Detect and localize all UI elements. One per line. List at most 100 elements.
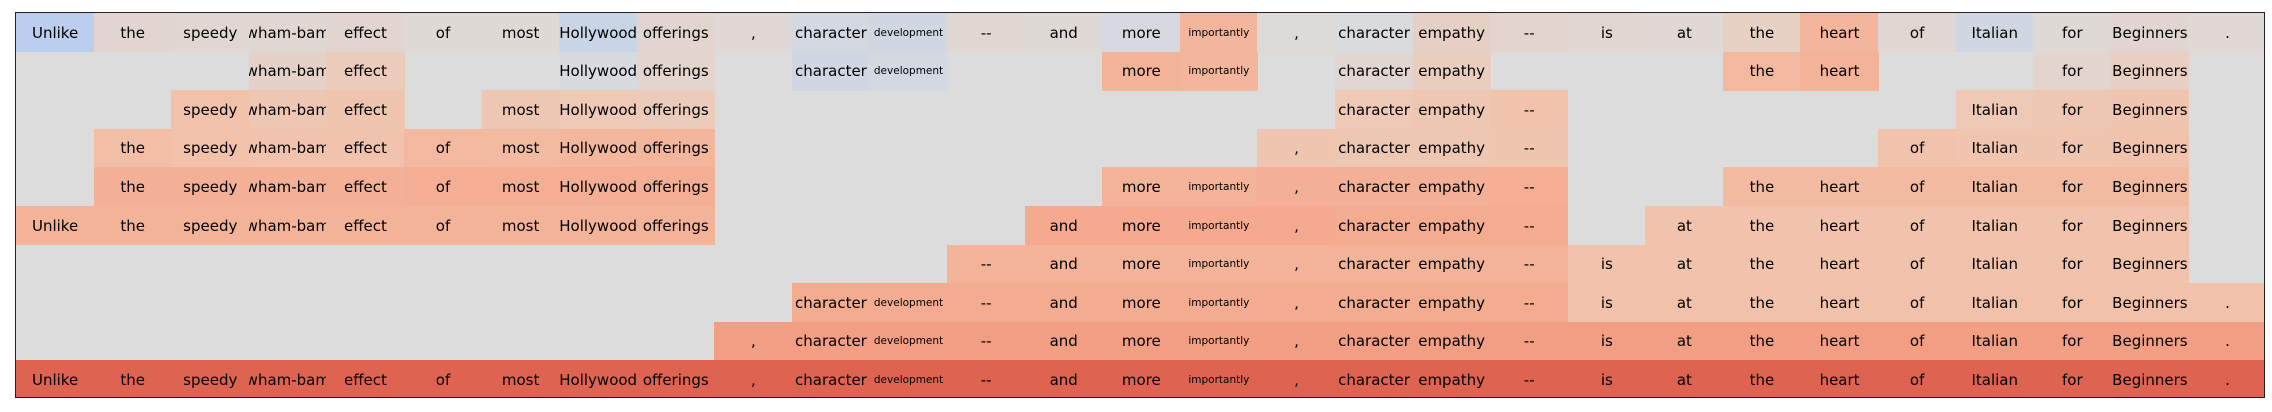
token-label: Italian [1971,139,2018,158]
token-label: , [1294,332,1299,351]
heatmap-cell: heart [1800,206,1879,246]
heatmap-cell: the [1722,360,1802,397]
heatmap-cell: effect [326,360,405,397]
token-label: character [1338,177,1410,196]
heatmap-cell: Beginners [2110,13,2189,53]
heatmap-cell: wham-bam [248,128,327,168]
token-label: offerings [642,23,709,42]
token-label: of [1909,332,1925,351]
token-label: , [1294,255,1299,274]
token-label: the [1749,370,1775,389]
token-label: empathy [1418,100,1486,119]
heatmap-cell: Italian [1955,244,2034,284]
heatmap-cell: of [1878,13,1957,53]
token-label: of [1909,23,1925,42]
heatmap-cell: , [714,13,793,53]
heatmap-cell: is [1567,360,1646,397]
heatmap-cell: . [2188,321,2264,361]
token-label: wham-bam [248,100,327,119]
token-label: offerings [642,62,709,81]
token-label: of [1909,139,1925,158]
token-label: heart [1819,293,1860,312]
token-label: character [795,370,867,389]
token-label: speedy [183,177,238,196]
heatmap-cell: importantly [1179,13,1258,53]
heatmap-cell: and [1024,321,1103,361]
heatmap-cell: -- [1490,13,1569,53]
heatmap-cell: more [1102,244,1181,284]
token-label: empathy [1418,62,1486,81]
heatmap-cell: the [1722,167,1802,207]
token-label: most [501,100,540,119]
heatmap-cell: character [791,321,871,361]
token-label: , [1294,293,1299,312]
heatmap-cell: offerings [636,360,715,397]
token-label: the [1749,177,1775,196]
token-label: empathy [1418,370,1486,389]
heatmap-cell: Beginners [2110,283,2189,323]
heatmap-cell: character [791,283,871,323]
token-label: importantly [1188,219,1250,232]
heatmap-cell: -- [1490,360,1569,397]
token-label: the [120,216,145,235]
heatmap-cell: . [2188,360,2264,397]
heatmap-cell: the [1722,244,1802,284]
token-label: -- [1523,332,1535,351]
token-label: Italian [1971,255,2018,274]
token-label: Hollywood [559,139,638,158]
heatmap-cell: , [714,360,793,397]
token-label: for [2062,370,2083,389]
heatmap-cell: at [1645,244,1724,284]
heatmap-cell: of [1878,244,1957,284]
heatmap-cell: Hollywood [559,206,638,246]
heatmap-cell: empathy [1412,167,1491,207]
token-label: of [435,139,451,158]
token-label: , [750,23,756,42]
heatmap-cell: is [1567,321,1646,361]
heatmap-cell: for [2033,360,2112,397]
heatmap-cell: -- [1490,244,1569,284]
token-label: of [1909,255,1925,274]
token-label: and [1049,332,1078,351]
heatmap-cell: character [1334,321,1414,361]
token-label: and [1049,293,1078,312]
token-label: most [501,370,540,389]
heatmap-cell: Hollywood [559,90,638,130]
heatmap-cell: offerings [636,128,715,168]
heatmap-cell: character [791,51,871,91]
token-label: character [1338,23,1410,42]
heatmap-cell: of [1878,283,1957,323]
heatmap-cell: for [2033,51,2112,91]
heatmap-cell: effect [326,128,405,168]
token-label: Hollywood [559,216,638,235]
heatmap-cell: Hollywood [559,167,638,207]
token-label: heart [1819,370,1860,389]
token-label: heart [1819,255,1860,274]
token-label: of [435,177,451,196]
token-label: Beginners [2112,255,2188,274]
heatmap-cell: Beginners [2110,128,2189,168]
token-label: is [1600,23,1613,42]
token-label: for [2062,177,2083,196]
heatmap-cell: character [1334,51,1414,91]
token-label: character [795,62,867,81]
token-label: more [1121,23,1161,42]
token-label: empathy [1418,255,1486,274]
heatmap-cell: Italian [1955,360,2034,397]
heatmap-cell: development [869,360,948,397]
token-label: for [2062,216,2083,235]
heatmap-cell: the [1722,321,1802,361]
heatmap-cell: of [403,360,483,397]
token-label: for [2062,23,2083,42]
heatmap-cell: for [2033,283,2112,323]
token-label: Beginners [2112,62,2188,81]
token-label: Unlike [31,216,79,235]
token-label: of [1909,216,1925,235]
heatmap-cell: at [1645,360,1724,397]
token-label: offerings [642,216,709,235]
heatmap-cell: speedy [171,167,250,207]
token-label: Italian [1971,370,2018,389]
heatmap-cell: offerings [636,167,715,207]
token-label: development [873,65,944,78]
